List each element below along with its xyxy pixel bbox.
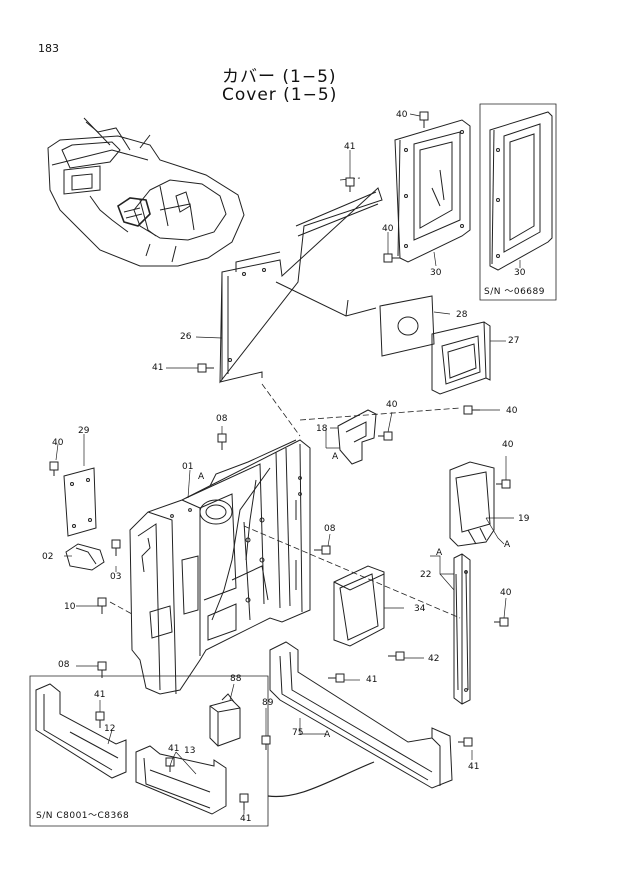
machine-overview-sketch [48, 118, 244, 266]
callout-41-low: 41 [240, 814, 252, 824]
part-22-channel [454, 554, 470, 704]
serial-note-bottom-left: S/N C8001～C8368 [36, 811, 130, 821]
callout-a-19: A [504, 540, 511, 550]
leader-lines [56, 114, 520, 814]
part-30-cover [395, 120, 470, 262]
callout-01: 01 [182, 462, 194, 472]
callout-40-29: 40 [52, 438, 64, 448]
serial-inset-box-bottom [30, 676, 268, 826]
callout-a-01: A [198, 472, 205, 482]
page-number: 183 [38, 42, 59, 55]
callout-a-18: A [332, 452, 339, 462]
assembly-dash-lines [110, 178, 460, 618]
callout-41-mid: 41 [366, 675, 378, 685]
callout-40-18: 40 [386, 400, 398, 410]
callout-28: 28 [456, 310, 468, 320]
callout-18: 18 [316, 424, 328, 434]
part-01-main-frame [130, 440, 310, 694]
callout-13: 13 [184, 746, 196, 756]
callout-08-low: 08 [58, 660, 70, 670]
callout-41-right: 41 [468, 762, 480, 772]
callout-41-12: 41 [94, 690, 106, 700]
callout-22: 22 [420, 570, 432, 580]
callout-a-75: A [324, 730, 331, 740]
title-english: Cover (1−5) [222, 85, 338, 105]
callout-12: 12 [104, 724, 116, 734]
callout-08-top: 08 [216, 414, 228, 424]
callout-29: 29 [78, 426, 90, 436]
callout-40-22: 40 [500, 588, 512, 598]
callout-40-top: 40 [396, 110, 408, 120]
callout-30-a: 30 [430, 268, 442, 278]
part-34-box [334, 566, 384, 646]
part-26-cover-panel [220, 188, 382, 382]
part-27-bracket [432, 322, 490, 394]
part-19-cover [450, 462, 494, 546]
bolts [50, 112, 510, 810]
callout-02: 02 [42, 552, 54, 562]
part-75-rail [270, 642, 452, 788]
callout-30-b: 30 [514, 268, 526, 278]
callout-41-13: 41 [168, 744, 180, 754]
callout-19: 19 [518, 514, 530, 524]
callout-40-mid: 40 [382, 224, 394, 234]
part-02-bracket [66, 544, 104, 570]
callout-03: 03 [110, 572, 122, 582]
callout-40-19: 40 [502, 440, 514, 450]
callout-89: 89 [262, 698, 274, 708]
serial-inset-box-top [480, 104, 556, 300]
inset-leader-curve [268, 762, 374, 797]
part-30-cover-variant [490, 112, 552, 270]
part-88-box [210, 694, 240, 746]
callout-34: 34 [414, 604, 426, 614]
callout-27: 27 [508, 336, 520, 346]
part-13-rail [136, 746, 226, 814]
callout-88: 88 [230, 674, 242, 684]
callout-42: 42 [428, 654, 440, 664]
callout-75: 75 [292, 728, 304, 738]
serial-note-top-right: S/N ～06689 [484, 287, 545, 297]
part-29-plate [64, 468, 96, 536]
callout-41-left: 41 [152, 363, 164, 373]
callout-26: 26 [180, 332, 192, 342]
callout-08-mid: 08 [324, 524, 336, 534]
callout-41-top: 41 [344, 142, 356, 152]
callout-10: 10 [64, 602, 76, 612]
callout-a-22: A [436, 548, 443, 558]
part-12-rail [36, 684, 126, 778]
part-28-plate [380, 296, 434, 356]
part-18-bracket [338, 410, 376, 464]
callout-40-right: 40 [506, 406, 518, 416]
title-japanese: カバー (1−5) [222, 67, 337, 87]
